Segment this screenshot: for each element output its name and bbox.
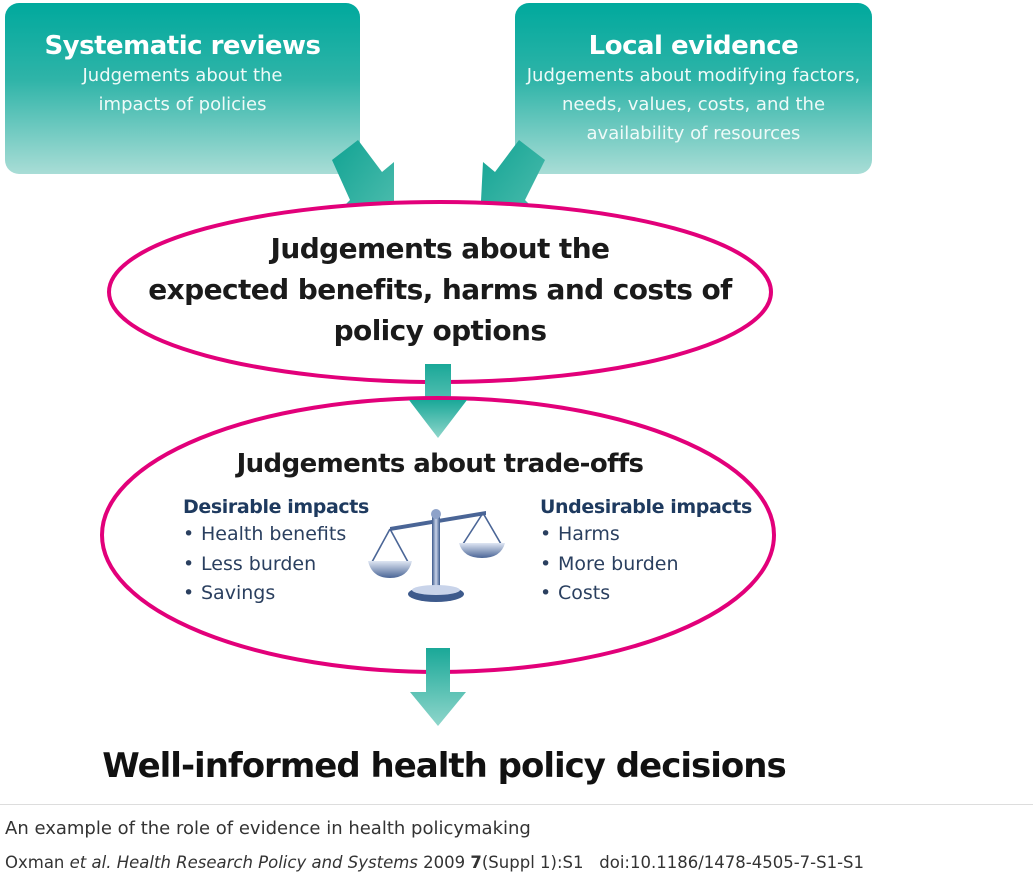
citation-authors: Oxman	[5, 853, 65, 872]
undesirable-item-label: Costs	[558, 582, 611, 604]
list-item: •Less burden	[183, 552, 317, 575]
undesirable-item-label: Harms	[558, 523, 620, 545]
undesirable-impacts-heading: Undesirable impacts	[540, 496, 752, 518]
caption-divider	[0, 804, 1033, 805]
desirable-impacts-heading: Desirable impacts	[183, 496, 369, 518]
desirable-item-label: Health benefits	[201, 523, 347, 545]
arrow-sr-to-ellipse1	[332, 140, 394, 220]
expected-benefits-line-3: policy options	[333, 314, 547, 347]
citation-issue: (Suppl 1):S1	[481, 853, 584, 872]
citation-etal: et al.	[69, 853, 112, 872]
citation-year: 2009	[423, 853, 466, 872]
systematic-reviews-title: Systematic reviews	[44, 31, 321, 61]
arrow-to-final-icon	[410, 648, 466, 726]
trade-offs-title: Judgements about trade-offs	[236, 449, 644, 479]
list-item: •Savings	[183, 582, 276, 604]
local-evidence-title: Local evidence	[588, 31, 799, 61]
figure-caption: An example of the role of evidence in he…	[5, 818, 531, 839]
local-evidence-line-3: availability of resources	[586, 123, 801, 144]
desirable-item-label: Less burden	[201, 552, 317, 575]
final-outcome-text: Well-informed health policy decisions	[102, 746, 786, 786]
expected-benefits-line-1: Judgements about the	[270, 232, 610, 265]
undesirable-item-label: More burden	[558, 552, 679, 575]
balance-scale-icon	[368, 509, 505, 602]
systematic-reviews-line-2: impacts of policies	[98, 94, 267, 115]
citation: Oxman et al. Health Research Policy and …	[5, 853, 864, 872]
undesirable-impacts-list: •Harms •More burden •Costs	[540, 520, 752, 609]
citation-volume: 7	[470, 853, 482, 872]
desirable-item-label: Savings	[201, 582, 276, 604]
citation-journal: Health Research Policy and Systems	[116, 853, 418, 872]
local-evidence-line-2: needs, values, costs, and the	[561, 94, 826, 115]
local-evidence-box: Local evidence Judgements about modifyin…	[515, 3, 872, 174]
expected-benefits-text: Judgements about the expected benefits, …	[130, 228, 750, 351]
list-item: •Health benefits	[183, 523, 347, 545]
desirable-impacts-column: Desirable impacts •Health benefits •Less…	[183, 496, 369, 609]
list-item: •More burden	[540, 552, 679, 575]
citation-doi-link[interactable]: doi:10.1186/1478-4505-7-S1-S1	[599, 853, 864, 872]
systematic-reviews-line-1: Judgements about the	[82, 65, 283, 86]
undesirable-impacts-column: Undesirable impacts •Harms •More burden …	[540, 496, 752, 609]
desirable-impacts-list: •Health benefits •Less burden •Savings	[183, 520, 369, 609]
list-item: •Costs	[540, 582, 611, 604]
local-evidence-line-1: Judgements about modifying factors,	[526, 65, 861, 86]
list-item: •Harms	[540, 523, 620, 545]
systematic-reviews-box: Systematic reviews Judgements about the …	[5, 3, 360, 174]
expected-benefits-line-2: expected benefits, harms and costs of	[148, 273, 732, 306]
arrow-le-to-ellipse1	[480, 140, 545, 220]
